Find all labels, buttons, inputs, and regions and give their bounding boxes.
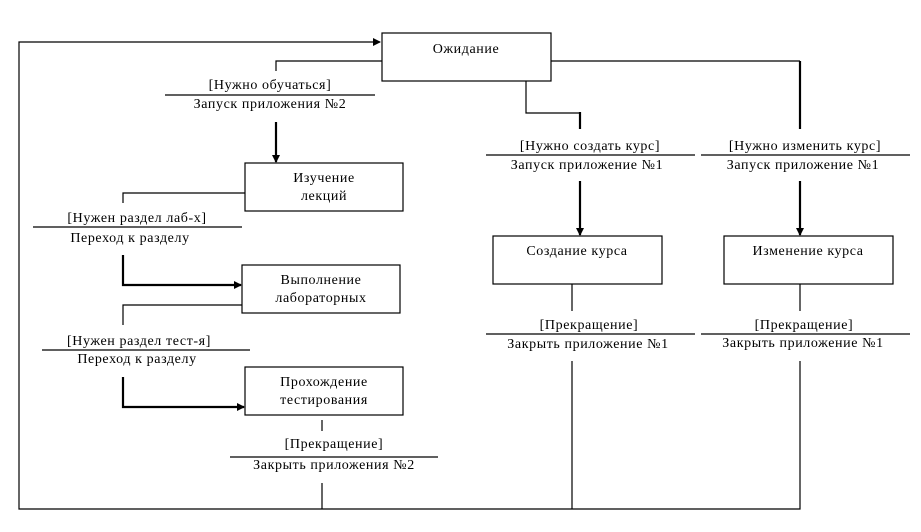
state-edit-course-label: Изменение курса: [752, 244, 863, 259]
state-lectures-label-2: лекций: [301, 189, 347, 204]
action-stop-create: Закрыть приложение №1: [507, 337, 668, 352]
action-stop-learning: Закрыть приложения №2: [253, 458, 415, 473]
state-lectures-label-1: Изучение: [293, 171, 355, 186]
connector-to-tests: [122, 304, 242, 325]
guard-edit: [Нужно изменить курс]: [729, 139, 881, 154]
state-waiting: [381, 32, 552, 82]
state-testing-label-1: Прохождение: [280, 375, 368, 390]
state-labs: [241, 264, 401, 314]
guard-to-labs: [Нужен раздел лаб-х]: [67, 211, 206, 226]
state-labs-label-2: лабораторных: [275, 291, 366, 306]
arrow-to-labs: [121, 255, 242, 289]
state-lectures: [244, 162, 404, 212]
state-waiting-label: Ожидание: [433, 42, 500, 57]
guard-stop-learning: [Прекращение]: [285, 437, 384, 452]
guard-to-tests: [Нужен раздел тест-я]: [67, 334, 211, 349]
guard-stop-create: [Прекращение]: [540, 318, 639, 333]
action-create: Запуск приложение №1: [511, 158, 663, 173]
guard-stop-edit: [Прекращение]: [755, 318, 854, 333]
arrow-to-tests: [121, 377, 245, 411]
connector-to-labs: [122, 192, 245, 203]
action-to-labs: Переход к разделу: [70, 231, 189, 246]
action-stop-edit: Закрыть приложение №1: [722, 336, 883, 351]
state-labs-label-1: Выполнение: [281, 273, 362, 288]
state-create-course: [492, 235, 663, 285]
state-testing-label-2: тестирования: [280, 393, 368, 408]
state-edit-course: [723, 235, 894, 285]
return-loop-connector: [18, 38, 801, 510]
action-learn: Запуск приложения №2: [194, 97, 347, 112]
state-create-course-label: Создание курса: [526, 244, 627, 259]
state-testing: [244, 366, 404, 416]
guard-create: [Нужно создать курс]: [520, 139, 660, 154]
action-to-tests: Переход к разделу: [77, 352, 196, 367]
action-edit: Запуск приложение №1: [727, 158, 879, 173]
connector-create: [525, 81, 580, 114]
guard-learn: [Нужно обучаться]: [209, 78, 332, 93]
connector-learn: [275, 60, 382, 71]
